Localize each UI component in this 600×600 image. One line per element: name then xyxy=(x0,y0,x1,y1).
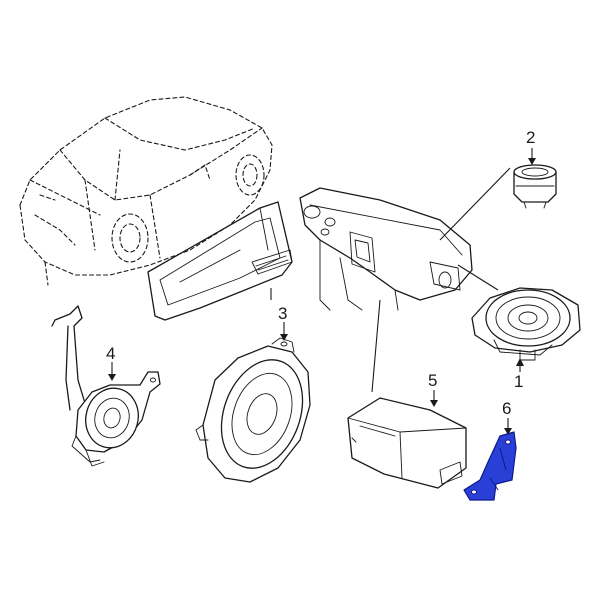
callout-3: 3 xyxy=(278,304,287,323)
part-5-amplifier xyxy=(347,390,467,489)
part-3-speaker xyxy=(195,322,311,483)
door-panel xyxy=(147,201,293,321)
dashboard xyxy=(299,167,511,393)
callout-2: 2 xyxy=(526,128,535,147)
callout-6: 6 xyxy=(502,399,511,418)
callout-4: 4 xyxy=(106,344,115,363)
callout-5: 5 xyxy=(428,371,437,390)
callout-1: 1 xyxy=(514,372,523,391)
part-4-speaker-bracket xyxy=(51,305,161,467)
part-2-tweeter xyxy=(513,148,557,209)
part-1-speaker xyxy=(471,287,581,372)
part-6-bracket-highlighted xyxy=(463,418,517,501)
car-outline xyxy=(19,96,273,286)
